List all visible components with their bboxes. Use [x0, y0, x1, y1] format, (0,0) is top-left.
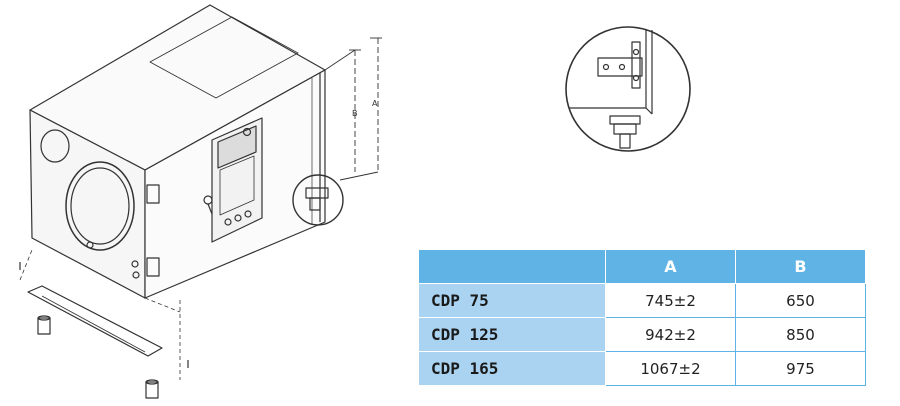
dimension-label-a: A	[372, 99, 378, 108]
dimension-lines	[324, 37, 382, 181]
base-stand	[19, 249, 189, 399]
model-cell: CDP 75	[418, 283, 606, 318]
dehumidifier-unit	[29, 4, 326, 299]
hinges	[146, 184, 160, 277]
value-a-cell: 1067±2	[605, 351, 736, 386]
model-cell: CDP 165	[418, 351, 606, 386]
detail-callout	[292, 174, 344, 226]
table-header-row: A B	[418, 249, 866, 284]
dimensions-table: A B CDP 75 745±2 650 CDP 125 942±2 850 C…	[418, 249, 866, 386]
value-b-cell: 850	[735, 317, 866, 352]
value-a-cell: 745±2	[605, 283, 736, 318]
table-row: CDP 75 745±2 650	[418, 283, 866, 318]
header-model	[418, 249, 606, 284]
table-row: CDP 125 942±2 850	[418, 317, 866, 352]
value-a-cell: 942±2	[605, 317, 736, 352]
value-b-cell: 650	[735, 283, 866, 318]
dimension-label-b: B	[352, 109, 358, 118]
duct-openings	[40, 129, 140, 279]
header-b: B	[735, 249, 866, 284]
header-a: A	[605, 249, 736, 284]
value-b-cell: 975	[735, 351, 866, 386]
enlarged-detail	[565, 26, 691, 152]
model-cell: CDP 125	[418, 317, 606, 352]
table-row: CDP 165 1067±2 975	[418, 351, 866, 386]
control-panel	[203, 117, 263, 243]
